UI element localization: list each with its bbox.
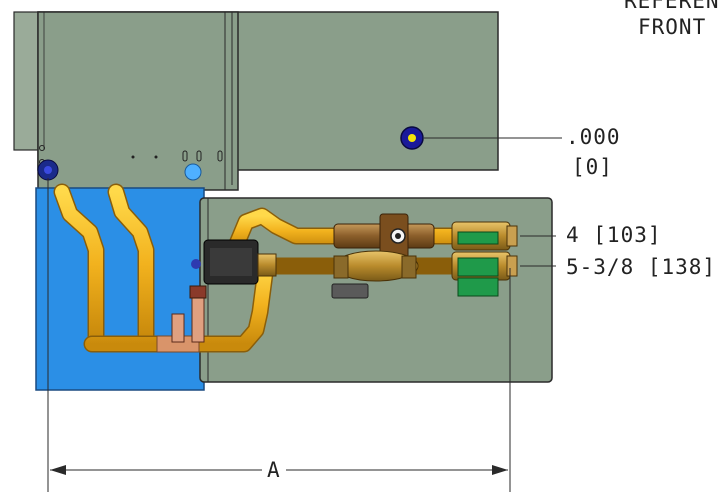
cavity-port: [184, 163, 202, 181]
reference-port: [400, 126, 424, 150]
reference-note-line2: FRONT: [638, 15, 707, 39]
pump-actuator: [191, 239, 277, 285]
drain-port-left: [37, 159, 59, 181]
dimension-zero-metric-label: [0]: [572, 155, 613, 179]
dimension-upper-pipe-label: 4 [103]: [566, 223, 662, 247]
dimension-lower-pipe-label: 5-3/8 [138]: [566, 255, 717, 279]
drain-valves: [171, 285, 207, 343]
dimension-a-label: A: [267, 458, 281, 482]
dimension-arrow-right: [492, 465, 508, 475]
dimension-arrow-left: [50, 465, 66, 475]
upper-pipe: [227, 207, 479, 255]
upper-housing: [13, 11, 499, 191]
coil-piping: [53, 183, 275, 353]
dimension-zero-label: .000: [566, 125, 621, 149]
reference-note-line1: REFEREN: [624, 0, 720, 13]
ball-valve: [333, 213, 435, 259]
strainer: [331, 250, 419, 299]
union-fittings: [451, 221, 518, 297]
